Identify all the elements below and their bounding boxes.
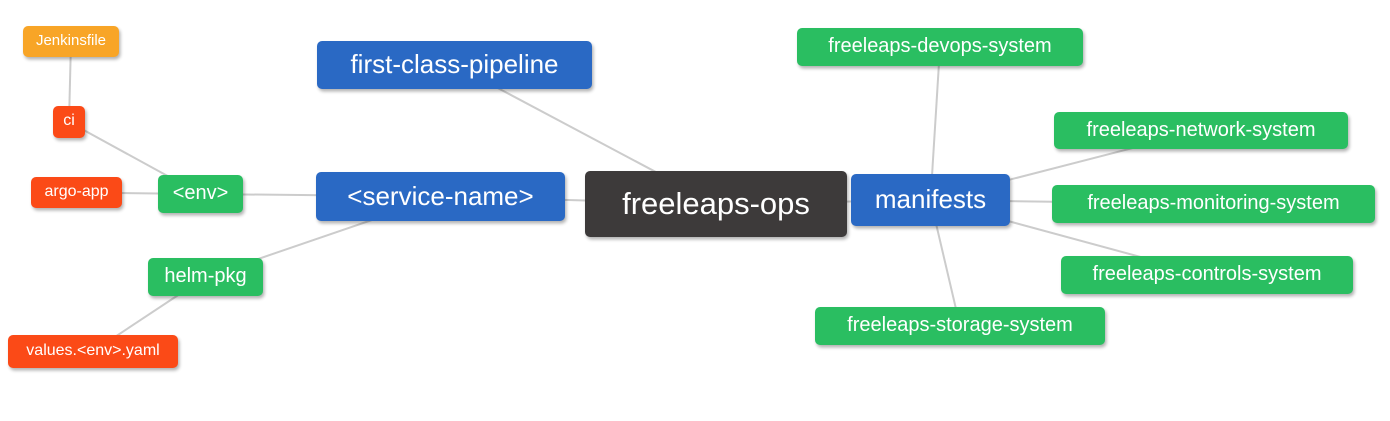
- node-freeleaps-network-system[interactable]: freeleaps-network-system: [1054, 112, 1348, 149]
- node-freeleaps-storage-system[interactable]: freeleaps-storage-system: [815, 307, 1105, 345]
- node-jenkinsfile[interactable]: Jenkinsfile: [23, 26, 119, 57]
- node-freeleaps-controls-system[interactable]: freeleaps-controls-system: [1061, 256, 1353, 294]
- node-first-class-pipeline[interactable]: first-class-pipeline: [317, 41, 592, 89]
- node-ci[interactable]: ci: [53, 106, 85, 138]
- node-label: values.<env>.yaml: [26, 341, 160, 359]
- node-label: freeleaps-storage-system: [847, 314, 1073, 336]
- node-label: first-class-pipeline: [350, 49, 559, 79]
- node-label: freeleaps-monitoring-system: [1087, 192, 1340, 214]
- node-freeleaps-devops-system[interactable]: freeleaps-devops-system: [797, 28, 1083, 66]
- node-label: freeleaps-controls-system: [1092, 263, 1322, 285]
- node-label: <env>: [172, 182, 229, 204]
- node-label: manifests: [874, 184, 987, 214]
- node-freeleaps-ops[interactable]: freeleaps-ops: [585, 171, 847, 237]
- node-label: freeleaps-devops-system: [828, 35, 1052, 57]
- node-label: helm-pkg: [164, 265, 247, 287]
- node-service-name[interactable]: <service-name>: [316, 172, 565, 221]
- node-helm-pkg[interactable]: helm-pkg: [148, 258, 263, 296]
- node-label: ci: [63, 112, 75, 129]
- node-argo-app[interactable]: argo-app: [31, 177, 122, 208]
- node-freeleaps-monitoring-system[interactable]: freeleaps-monitoring-system: [1052, 185, 1375, 223]
- node-label: <service-name>: [347, 180, 534, 211]
- node-env[interactable]: <env>: [158, 175, 243, 213]
- node-label: freeleaps-ops: [622, 185, 810, 221]
- node-manifests[interactable]: manifests: [851, 174, 1010, 226]
- node-label: Jenkinsfile: [35, 32, 107, 49]
- node-label: freeleaps-network-system: [1086, 118, 1316, 141]
- node-values-env-yaml[interactable]: values.<env>.yaml: [8, 335, 178, 368]
- node-label: argo-app: [44, 182, 109, 200]
